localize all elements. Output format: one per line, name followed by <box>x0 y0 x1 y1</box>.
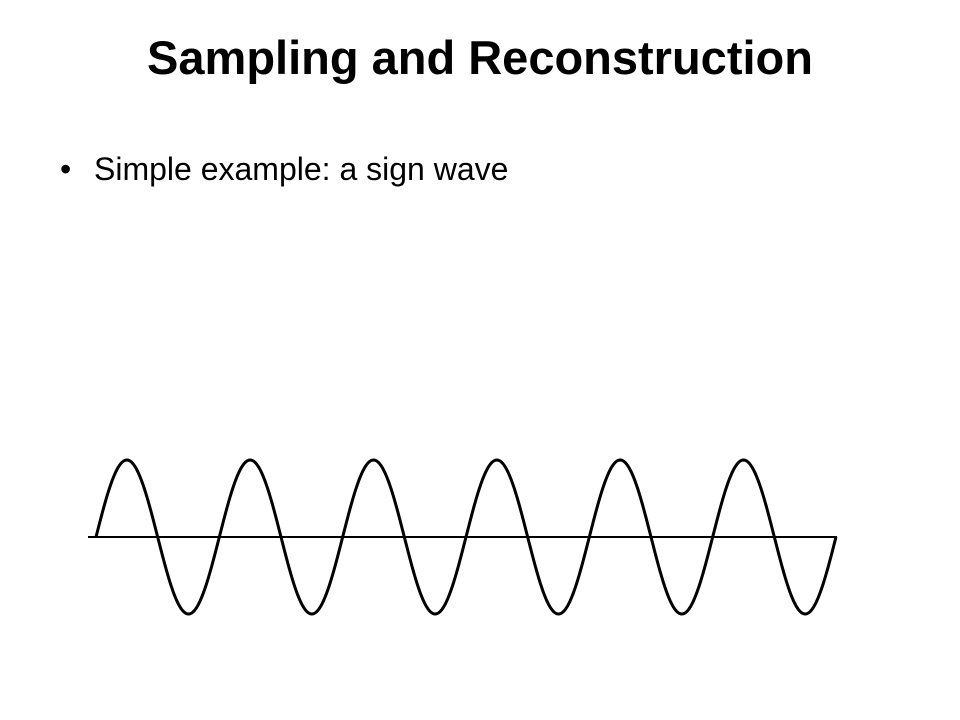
slide-title: Sampling and Reconstruction <box>147 31 813 84</box>
sine-wave-curve <box>94 458 838 616</box>
bullet-marker: • <box>60 151 72 187</box>
bullet-item: • Simple example: a sign wave <box>60 150 508 188</box>
bullet-list: • Simple example: a sign wave <box>60 150 508 188</box>
bullet-text: Simple example: a sign wave <box>94 151 509 187</box>
